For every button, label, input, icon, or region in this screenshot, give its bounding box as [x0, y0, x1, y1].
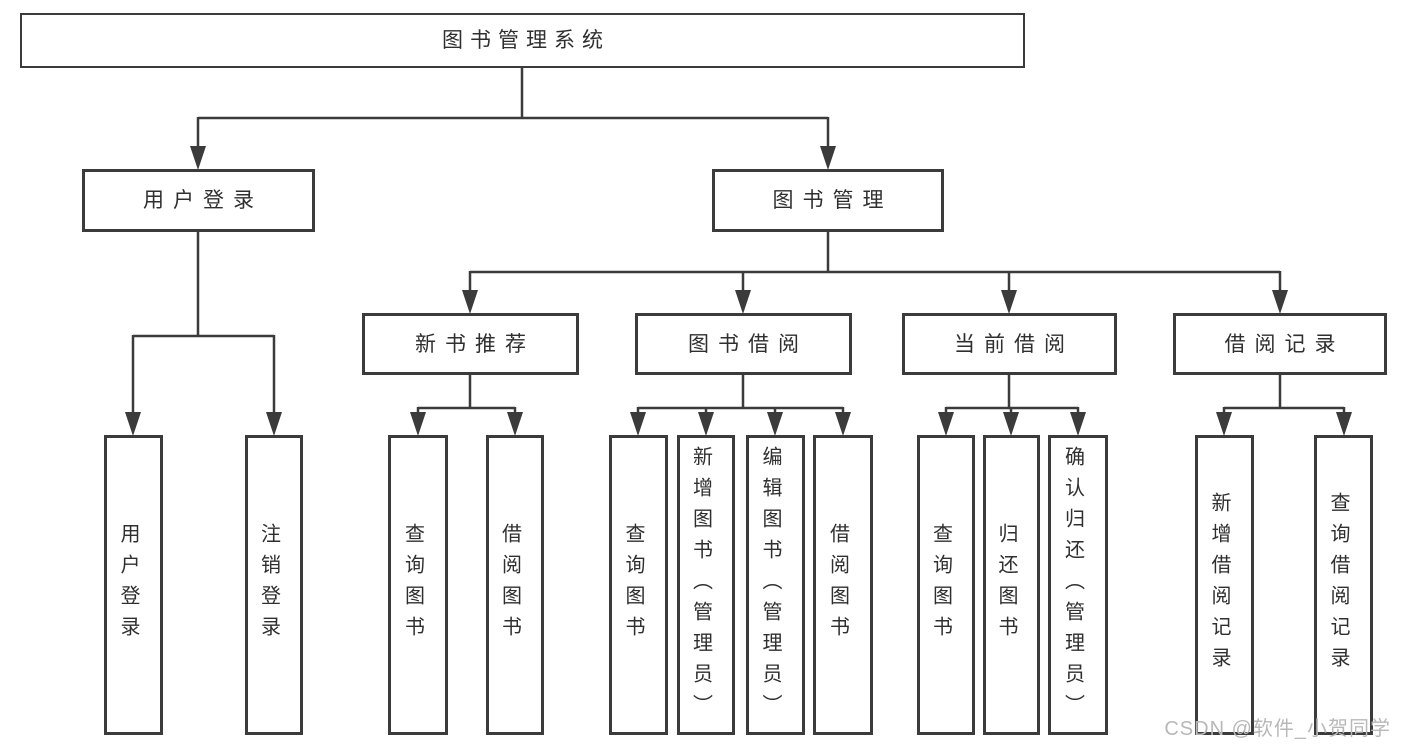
node-label: 当前借阅	[954, 332, 1074, 356]
node-label: 归还图书	[995, 523, 1017, 647]
node-label: 注销登录	[257, 523, 280, 647]
node-label: 借阅图书	[826, 523, 849, 647]
node-user-login: 用户登录	[82, 169, 315, 232]
node-add-borrow-record: 新增借阅记录	[1195, 435, 1254, 735]
node-label: 图书借阅	[688, 332, 808, 356]
node-label: 查询图书	[929, 523, 952, 647]
node-label: 借阅记录	[1224, 332, 1345, 356]
node-new-book-recommend: 新书推荐	[362, 313, 579, 375]
node-label: 新增图书（管理员）	[689, 445, 712, 725]
node-book-borrowing: 图书借阅	[635, 313, 852, 375]
node-current-borrowing: 当前借阅	[902, 313, 1117, 375]
node-book-management: 图书管理	[712, 169, 944, 232]
node-logout-action: 注销登录	[245, 435, 303, 735]
node-borrowing-borrow-books: 借阅图书	[813, 435, 873, 735]
node-label: 确认归还（管理员）	[1061, 445, 1084, 725]
node-borrowing-query-books: 查询图书	[609, 435, 668, 735]
node-label: 查询图书	[401, 523, 424, 647]
node-recommend-query-books: 查询图书	[388, 435, 448, 735]
node-label: 图书管理系统	[442, 29, 610, 52]
node-label: 用户登录	[143, 189, 263, 212]
node-recommend-borrow-books: 借阅图书	[486, 435, 544, 735]
node-return-books: 归还图书	[983, 435, 1040, 735]
node-label: 查询图书	[622, 523, 644, 647]
node-label: 查询借阅记录	[1327, 492, 1349, 678]
node-library-management-system: 图书管理系统	[20, 13, 1025, 68]
connector-arrowheads	[125, 146, 1352, 436]
node-label: 新书推荐	[415, 332, 535, 356]
node-borrowing-records: 借阅记录	[1173, 313, 1387, 375]
node-edit-books-admin: 编辑图书（管理员）	[746, 435, 805, 735]
node-label: 借阅图书	[498, 523, 521, 647]
node-label: 新增借阅记录	[1208, 492, 1230, 678]
node-add-books-admin: 新增图书（管理员）	[677, 435, 735, 735]
node-label: 编辑图书（管理员）	[759, 445, 781, 725]
node-user-login-action: 用户登录	[104, 435, 163, 735]
node-label: 图书管理	[772, 189, 893, 212]
watermark: CSDN @软件_小贺同学	[1164, 718, 1391, 740]
node-confirm-return-admin: 确认归还（管理员）	[1048, 435, 1108, 735]
node-label: 用户登录	[117, 523, 139, 647]
node-query-borrow-record: 查询借阅记录	[1314, 435, 1373, 735]
node-current-query-books: 查询图书	[917, 435, 975, 735]
